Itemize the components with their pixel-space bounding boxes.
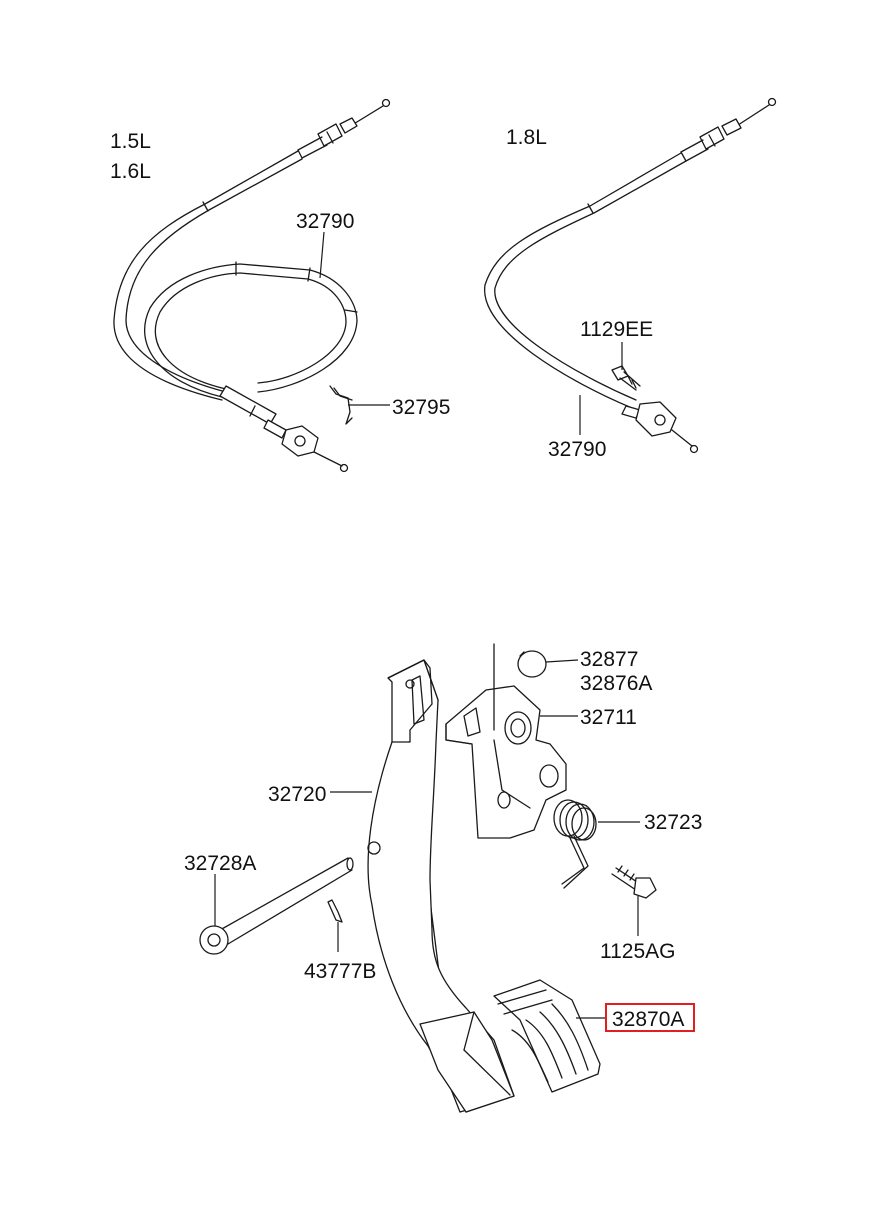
- stopper-32877: [517, 650, 547, 678]
- part-label-pin: 32728A: [184, 852, 256, 875]
- cable-assembly-right: [484, 97, 777, 454]
- pedal-arm-32720: [367, 659, 515, 1113]
- part-label-spring: 32723: [644, 811, 702, 834]
- part-label-cable-right: 32790: [548, 438, 606, 461]
- part-label-clip: 32795: [392, 396, 450, 419]
- part-label-pedal-arm: 32720: [268, 783, 326, 806]
- part-label-stopper-alt: 32876A: [580, 672, 652, 695]
- part-label-stopper: 32877: [580, 648, 638, 671]
- clip-pin-43777b: [327, 899, 343, 923]
- spring-32723: [553, 799, 597, 889]
- bolt-1125ag: [611, 865, 657, 899]
- bolt-1129ee: [611, 365, 641, 391]
- part-label-bolt-cable: 1129EE: [580, 318, 653, 341]
- pin-32728a: [199, 857, 354, 955]
- part-label-cable-left: 32790: [296, 210, 354, 233]
- bracket-32711: [445, 643, 567, 839]
- leader-lines: [214, 231, 640, 1019]
- part-label-bracket: 32711: [580, 706, 637, 729]
- part-label-clip-pin: 43777B: [304, 960, 376, 983]
- highlight-box-pad: [605, 1003, 695, 1032]
- part-label-bolt-bracket: 1125AG: [600, 940, 676, 963]
- pedal-pad-32870a: [493, 979, 601, 1093]
- cable-assembly-left: [113, 98, 391, 473]
- part-label-pad: 32870A: [612, 1008, 684, 1031]
- engine-label-left-1: 1.5L: [110, 130, 151, 153]
- engine-label-right: 1.8L: [506, 126, 547, 149]
- engine-label-left-2: 1.6L: [110, 160, 151, 183]
